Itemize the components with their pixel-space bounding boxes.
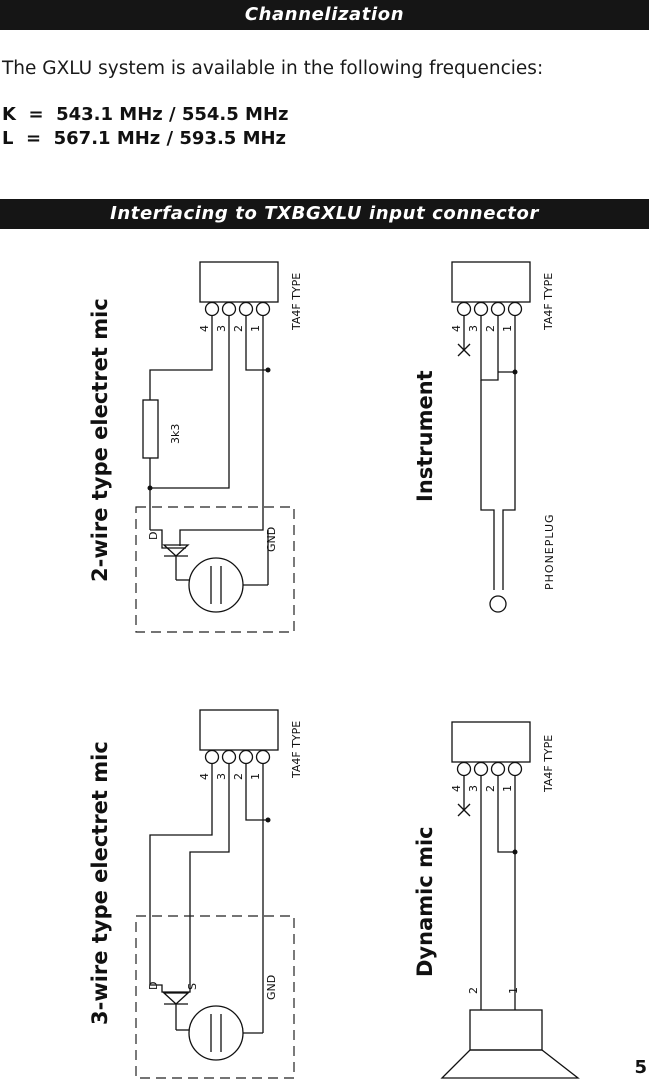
phoneplug-tip [489, 595, 507, 613]
connector-pin [507, 301, 523, 317]
intro-text: The GXLU system is available in the foll… [2, 58, 544, 79]
speaker-pin-label: 1 [507, 987, 520, 994]
frequency-l: L = 567.1 MHz / 593.5 MHz [2, 128, 287, 149]
connector-body [451, 261, 531, 303]
speaker-pin-label: 2 [467, 987, 480, 994]
speaker-magnet [469, 1009, 543, 1051]
diagram-3-wire-electret: 3-wire type electret mic 4 3 2 1 TA4F TY… [88, 709, 303, 1079]
connector-pin [204, 749, 220, 765]
connector-pin [490, 301, 506, 317]
drain-label: D [147, 982, 160, 990]
connector-pin [238, 301, 254, 317]
pin-label: 4 [198, 325, 211, 332]
connector-pin [255, 749, 271, 765]
diagram-dynamic-mic: Dynamic mic 4 3 2 1 TA4F TYPE 2 1 [413, 721, 580, 1079]
connector-body [199, 709, 279, 751]
page-number: 5 [634, 1057, 647, 1078]
connector-body [199, 261, 279, 303]
pin-label: 1 [249, 325, 262, 332]
diagram-instrument: Instrument 4 3 2 1 TA4F TYPE PHONEPLUG [413, 261, 556, 613]
pin-label: 4 [450, 325, 463, 332]
source-label: S [186, 983, 199, 990]
pin-label: 4 [450, 785, 463, 792]
connector-pin [473, 301, 489, 317]
connector-type-label: TA4F TYPE [290, 721, 303, 779]
connector-pin [238, 749, 254, 765]
electret-capsule [188, 557, 244, 613]
connector-pin [456, 301, 472, 317]
pin-label: 3 [215, 773, 228, 780]
pin-label: 2 [232, 773, 245, 780]
connector-pin [490, 761, 506, 777]
pin-label: 2 [232, 325, 245, 332]
frequency-k: K = 543.1 MHz / 554.5 MHz [2, 104, 289, 125]
connector-body [451, 721, 531, 763]
speaker-cone [440, 1049, 580, 1079]
connector-pin [456, 761, 472, 777]
diagram-2-wire-electret: 2-wire type electret mic 4 3 2 1 TA4F TY… [88, 261, 303, 633]
pin-label: 3 [215, 325, 228, 332]
diagram-title-3-wire: 3-wire type electret mic [88, 741, 112, 1025]
section-bar-interfacing: Interfacing to TXBGXLU input connector [0, 199, 649, 229]
resistor [142, 399, 159, 459]
gnd-label: GND [265, 975, 278, 1000]
connector-pin [221, 301, 237, 317]
pin-label: 4 [198, 773, 211, 780]
connector-pin [507, 761, 523, 777]
connector-pin [204, 301, 220, 317]
electret-capsule [188, 1005, 244, 1061]
mic-enclosure-dashed [135, 506, 295, 633]
diagram-title-2-wire: 2-wire type electret mic [88, 298, 112, 582]
pin-label: 1 [501, 325, 514, 332]
phoneplug-label: PHONEPLUG [543, 513, 556, 590]
gnd-label: GND [265, 527, 278, 552]
resistor-label: 3k3 [169, 424, 182, 444]
drain-label: D [147, 532, 160, 540]
connector-type-label: TA4F TYPE [542, 273, 555, 331]
connector-type-label: TA4F TYPE [290, 273, 303, 331]
pin-label: 2 [484, 325, 497, 332]
diagram-title-instrument: Instrument [413, 370, 437, 502]
pin-label: 3 [467, 785, 480, 792]
pin-label: 3 [467, 325, 480, 332]
connector-pin [255, 301, 271, 317]
connector-type-label: TA4F TYPE [542, 735, 555, 793]
connector-pin [473, 761, 489, 777]
header-bar-channelization: Channelization [0, 0, 649, 30]
pin-label: 1 [249, 773, 262, 780]
diagram-title-dynamic: Dynamic mic [413, 826, 437, 977]
pin-label: 1 [501, 785, 514, 792]
connector-pin [221, 749, 237, 765]
pin-label: 2 [484, 785, 497, 792]
